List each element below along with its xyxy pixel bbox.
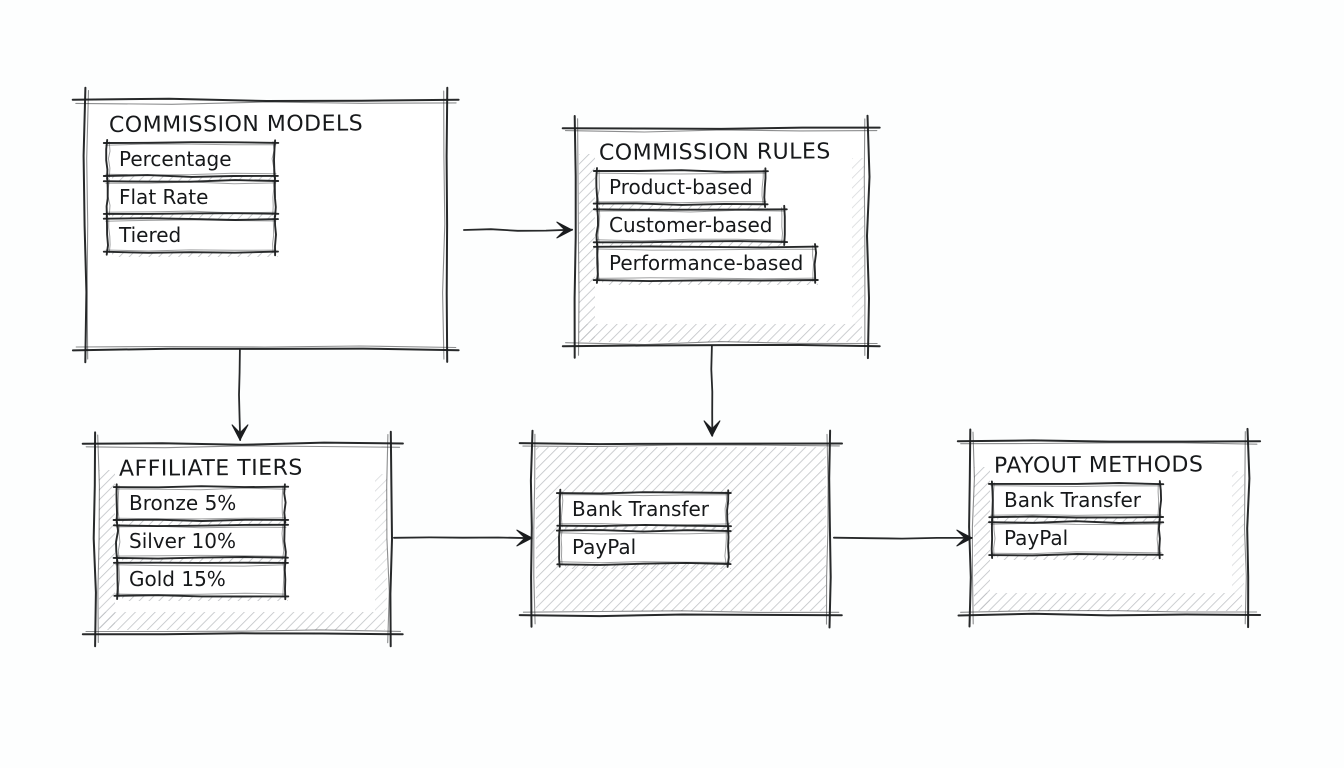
connector-rules-to-payment: [703, 345, 721, 437]
list-item-label: Tiered: [119, 223, 182, 247]
list-item-label: Percentage: [119, 147, 232, 171]
list-item-label: Performance-based: [609, 251, 804, 275]
list-item-label: Gold 15%: [129, 567, 226, 591]
node-title: COMMISSION MODELS: [108, 111, 364, 138]
list-item-label: PayPal: [1004, 526, 1069, 550]
list-item-label: Customer-based: [609, 213, 773, 237]
connector-models-to-tiers: [231, 349, 249, 441]
list-item[interactable]: Bank Transfer: [555, 488, 732, 531]
node-item-list: Bank Transfer PayPal: [987, 480, 1232, 560]
node-affiliate-tiers[interactable]: AFFILIATE TIERS Bronze 5% Silver 10% Gol…: [81, 430, 404, 648]
list-item-label: Bronze 5%: [129, 491, 237, 515]
node-item-list: Bronze 5% Silver 10% Gold 15%: [112, 483, 375, 601]
node-payout-methods[interactable]: PAYOUT METHODS Bank Transfer PayPal: [956, 427, 1262, 629]
list-item[interactable]: PayPal: [988, 517, 1165, 560]
node-commission-models[interactable]: COMMISSION MODELS Percentage Flat Rate T…: [71, 86, 460, 364]
list-item-label: PayPal: [572, 534, 637, 559]
connector-payment-to-payouts: [833, 529, 973, 547]
node-payment-processing[interactable]: Bank Transfer PayPal: [518, 429, 843, 629]
connector-tiers-to-payment: [393, 529, 533, 547]
list-item[interactable]: Percentage: [102, 138, 280, 181]
list-item-label: Product-based: [609, 175, 753, 199]
connector-models-to-rules: [463, 221, 574, 239]
list-item[interactable]: Tiered: [102, 214, 279, 257]
node-item-list: Percentage Flat Rate Tiered: [102, 138, 431, 257]
list-item[interactable]: Silver 10%: [112, 520, 290, 563]
list-item[interactable]: Customer-based: [592, 204, 789, 247]
list-item[interactable]: Bank Transfer: [987, 480, 1165, 522]
list-item[interactable]: Bronze 5%: [112, 483, 290, 525]
list-item-label: Bank Transfer: [1004, 488, 1142, 512]
node-title: AFFILIATE TIERS: [118, 455, 303, 482]
list-item[interactable]: Performance-based: [592, 243, 819, 285]
list-item[interactable]: Gold 15%: [112, 559, 290, 601]
list-item-label: Flat Rate: [119, 185, 209, 209]
node-item-list: Bank Transfer PayPal: [555, 488, 808, 569]
list-item-label: Silver 10%: [129, 529, 236, 553]
list-item[interactable]: Flat Rate: [102, 176, 280, 219]
node-commission-rules[interactable]: COMMISSION RULES Product-based Customer-…: [561, 114, 881, 360]
node-item-list: Product-based Customer-based Performance…: [592, 167, 852, 285]
list-item-label: Bank Transfer: [572, 496, 710, 521]
node-title: COMMISSION RULES: [598, 139, 831, 166]
list-item[interactable]: Product-based: [592, 167, 769, 209]
list-item[interactable]: PayPal: [555, 526, 732, 569]
node-title: PAYOUT METHODS: [993, 452, 1204, 479]
